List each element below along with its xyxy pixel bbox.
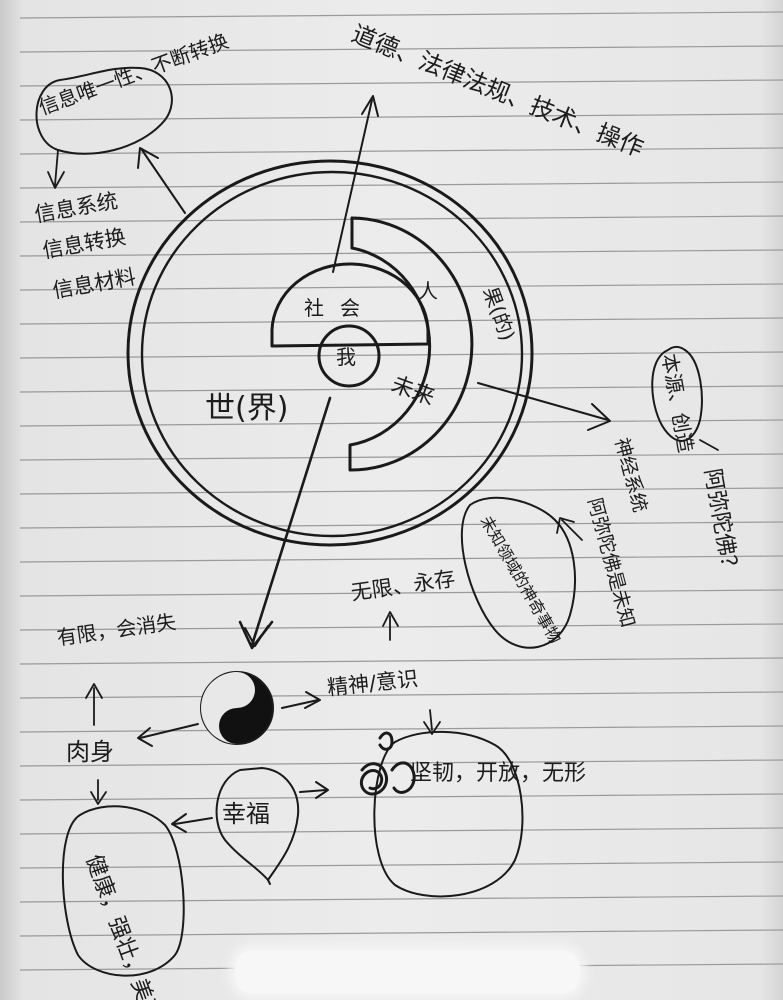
info-list-2: 信息材料 — [51, 265, 138, 303]
self-circle — [317, 324, 381, 388]
body-traits-label: 健康，强壮，美形 — [80, 852, 164, 1000]
arrow-down-icon — [250, 396, 332, 647]
unknown-bubble-label: 未知领域的神奇事物 — [477, 513, 565, 647]
happiness-label: 幸福 — [222, 800, 270, 828]
yin-yang-icon — [200, 671, 274, 745]
info-uniqueness: 信息唯一性、不断转换 — [36, 29, 232, 120]
body-label: 肉身 — [66, 738, 114, 766]
arrow-up-icon — [332, 99, 373, 273]
blurred-corner — [235, 950, 580, 994]
arrow-right-icon — [477, 382, 609, 421]
mind-traits-label: 坚韧，开放，无形 — [410, 761, 586, 786]
body-traits-bubble — [61, 805, 185, 977]
world-outer-circle — [126, 159, 534, 547]
finite-label: 有限，会消失 — [55, 609, 177, 649]
spirit-label: 精神/意识 — [326, 667, 419, 700]
unknown-bubble — [460, 496, 576, 649]
world-label: 世(界) — [205, 391, 288, 426]
essence-label: 本源、创造 — [657, 352, 698, 455]
future-wedge — [348, 216, 474, 472]
society-label: 社会 — [304, 296, 376, 320]
neural-label: 神经系统 — [610, 436, 651, 515]
mind-traits-bubble — [373, 730, 524, 898]
person-label: 人 — [418, 279, 438, 303]
infinite-label: 无限、永存 — [349, 567, 456, 605]
info-list-0: 信息系统 — [33, 189, 120, 227]
world-inner-circle — [140, 170, 524, 538]
unknown-side-label: 阿弥陀佛是未知 — [583, 496, 639, 630]
info-bubble — [35, 66, 173, 155]
essence-bubble — [651, 346, 703, 442]
handwriting: 道德、法律法规、技术、操作 信息唯一性、不断转换 信息系统 信息转换 信息材料 … — [33, 20, 743, 1000]
top-label: 道德、法律法规、技术、操作 — [348, 20, 648, 163]
amitabha-label: 阿弥陀佛？ — [699, 467, 743, 580]
fruit-label: 果(的) — [478, 284, 520, 344]
info-list-1: 信息转换 — [41, 225, 128, 263]
self-label: 我 — [336, 345, 356, 369]
